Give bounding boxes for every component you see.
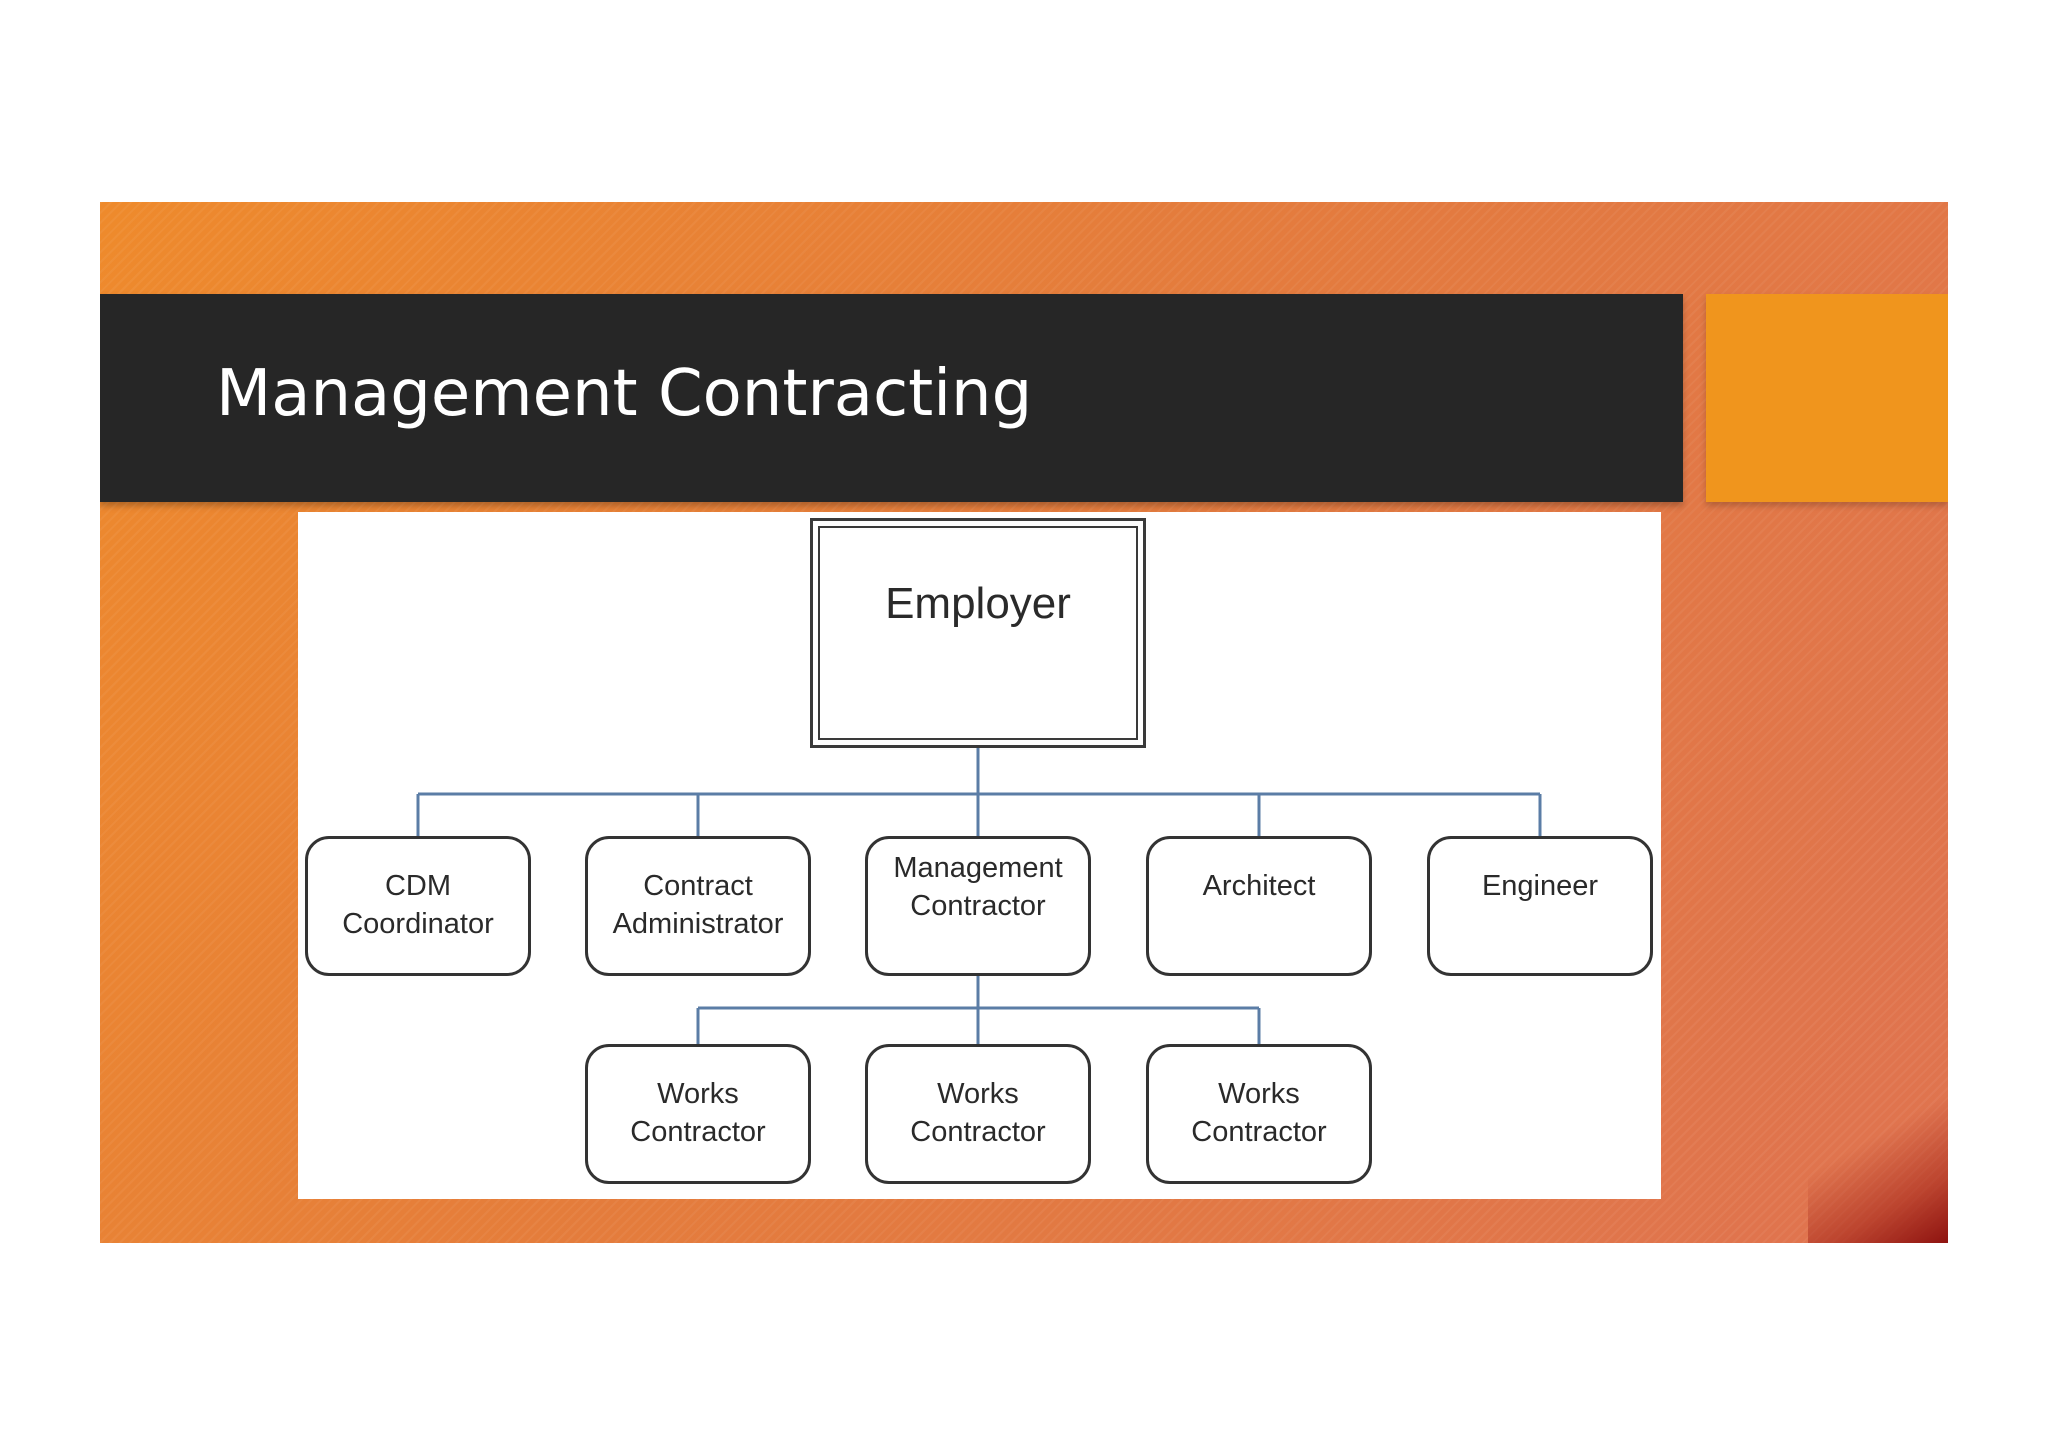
node-label-line1: Engineer xyxy=(1481,870,1599,902)
node-management-contractor: Management Contractor xyxy=(865,836,1091,976)
node-works-contractor-1: Works Contractor xyxy=(585,1044,811,1184)
node-engineer: Engineer xyxy=(1427,836,1653,976)
node-label-line2: Contractor xyxy=(910,890,1046,922)
node-label-line2: Contractor xyxy=(630,1116,766,1148)
slide-title: Management Contracting xyxy=(216,357,1033,431)
node-label-line1: Contract xyxy=(643,870,753,902)
node-label-line1: Management xyxy=(893,852,1063,884)
org-chart: Employer CDM Coordinator Contract Admini… xyxy=(298,512,1661,1199)
node-works-contractor-3: Works Contractor xyxy=(1146,1044,1372,1184)
node-contract-administrator: Contract Administrator xyxy=(585,836,811,976)
connector-lines xyxy=(416,748,1542,1044)
slide: Management Contracting xyxy=(100,202,1948,1243)
node-label-line1: CDM xyxy=(384,870,452,902)
title-bar: Management Contracting xyxy=(100,294,1683,502)
node-label-line1: Works xyxy=(937,1078,1019,1110)
node-employer: Employer xyxy=(810,518,1146,748)
node-label-line2: Contractor xyxy=(1191,1116,1327,1148)
node-label-line1: Works xyxy=(657,1078,739,1110)
node-works-contractor-2: Works Contractor xyxy=(865,1044,1091,1184)
node-label-line2: Contractor xyxy=(910,1116,1046,1148)
node-label-line2: Administrator xyxy=(612,908,784,940)
accent-block xyxy=(1706,294,1948,502)
node-cdm-coordinator: CDM Coordinator xyxy=(305,836,531,976)
slide-corner-fold xyxy=(1808,1053,1948,1243)
node-label-line2: Coordinator xyxy=(342,908,494,940)
node-architect: Architect xyxy=(1146,836,1372,976)
node-label-line1: Works xyxy=(1218,1078,1300,1110)
node-employer-label: Employer xyxy=(885,579,1071,628)
node-label-line1: Architect xyxy=(1202,870,1316,902)
